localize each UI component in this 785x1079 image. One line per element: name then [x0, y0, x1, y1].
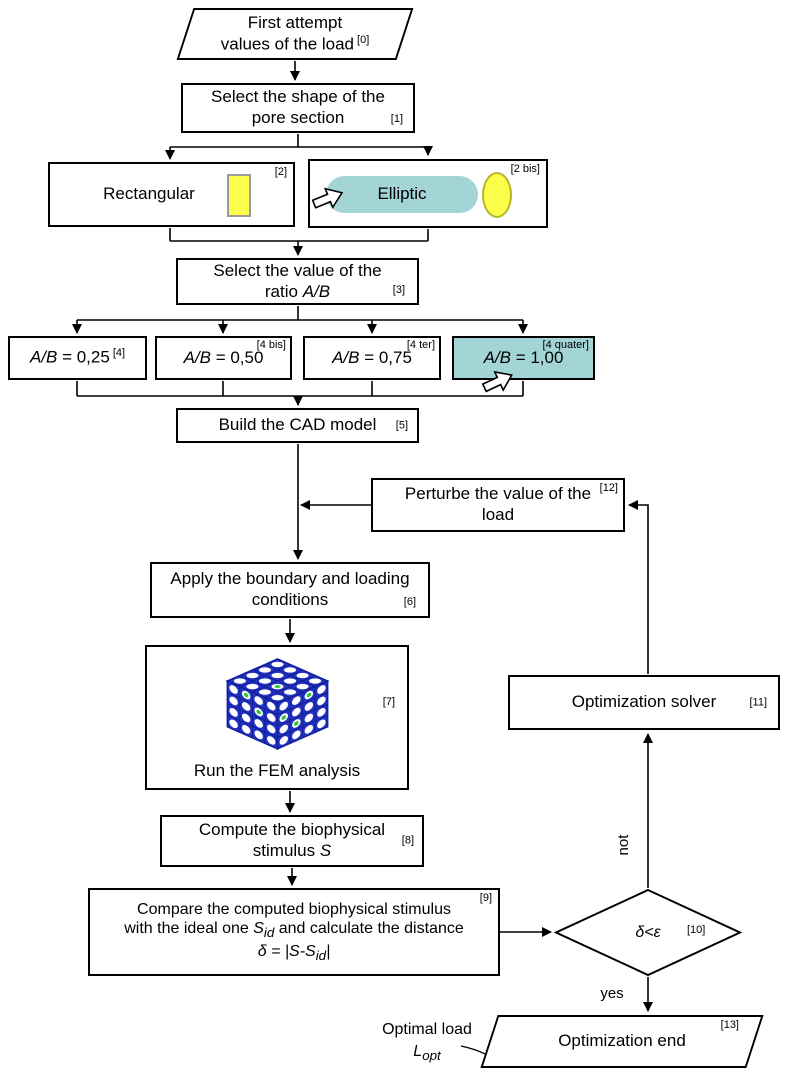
- node-label: δ<ε: [635, 923, 661, 941]
- fem-mesh-image: [218, 653, 337, 756]
- node-ref-tag: [1]: [390, 113, 403, 125]
- node-ref-tag: [4 quater]: [542, 339, 589, 351]
- node-label: Optimization solver: [571, 692, 717, 712]
- flow-node-first-attempt-load: First attempt values of the load[0]: [176, 8, 414, 60]
- node-label: Apply the boundary and loading condition…: [170, 569, 410, 609]
- node-ref-tag: [7]: [382, 696, 395, 708]
- elliptic-highlight-pill: Elliptic: [326, 176, 478, 213]
- flow-node-ratio-050: A/B = 0,50 [4 bis]: [155, 336, 292, 380]
- connector-line: [628, 500, 649, 674]
- node-label: Optimization end: [558, 1031, 686, 1051]
- node-ref-tag: [3]: [392, 284, 405, 296]
- flow-node-optimization-end: Optimization end [13]: [480, 1015, 764, 1068]
- node-ref-tag: [2 bis]: [510, 163, 540, 175]
- connector-line: [77, 306, 523, 321]
- node-label: Compare the computed biophysical stimulu…: [124, 900, 464, 963]
- node-label: A/B = 0,50: [183, 347, 264, 367]
- optimal-load-annotation: Optimal load Lopt: [382, 1021, 472, 1063]
- edge-label-yes: yes: [600, 985, 624, 1002]
- flow-node-ratio-025: A/B = 0,25[4]: [8, 336, 147, 380]
- node-label: Run the FEM analysis: [193, 761, 361, 781]
- node-label: First attempt values of the load[0]: [220, 12, 370, 54]
- decision-diamond-shape: [553, 888, 743, 977]
- rectangle-pore-icon: [227, 174, 251, 217]
- node-ref-tag: [4 bis]: [256, 339, 286, 351]
- node-ref-tag: [9]: [479, 892, 492, 904]
- node-ref-tag: [2]: [274, 166, 287, 178]
- flow-node-option-elliptic: Elliptic [2 bis]: [308, 159, 548, 228]
- node-ref-tag: [6]: [403, 596, 416, 608]
- flow-node-perturb-load: Perturbe the value of the load [12]: [371, 478, 625, 532]
- node-ref-tag: [10]: [687, 924, 706, 936]
- node-ref-tag: [8]: [401, 834, 414, 847]
- node-ref-tag: [11]: [749, 696, 767, 708]
- connector-line: [76, 381, 524, 397]
- node-label: Build the CAD model: [218, 415, 377, 435]
- flow-node-option-rectangular: Rectangular [2]: [48, 162, 295, 227]
- node-label: Rectangular: [103, 184, 195, 204]
- connector-line: [169, 228, 429, 242]
- node-ref-tag: [4 ter]: [406, 339, 435, 351]
- selection-arrow-icon: [311, 187, 344, 210]
- node-label: A/B = 0,25[4]: [29, 347, 126, 367]
- flow-node-boundary-conditions: Apply the boundary and loading condition…: [150, 562, 430, 618]
- flow-node-compare-stimulus: Compare the computed biophysical stimulu…: [88, 888, 500, 976]
- node-ref-tag: [12]: [599, 482, 618, 494]
- node-ref-tag: [4]: [112, 347, 126, 360]
- flow-node-build-cad: Build the CAD model [5]: [176, 408, 419, 443]
- node-label: A/B = 0,75: [332, 347, 412, 367]
- node-ref-tag: [5]: [395, 419, 408, 431]
- flow-node-select-ratio: Select the value of the ratio A/B [3]: [176, 258, 419, 305]
- node-label: A/B = 1,00: [483, 347, 564, 367]
- node-label: Select the shape of the pore section: [211, 87, 385, 127]
- flow-node-compute-stimulus: Compute the biophysical stimulus S [8]: [160, 815, 424, 867]
- flow-node-decision-delta: δ<ε [10]: [556, 890, 740, 975]
- node-label: Select the value of the ratio A/B: [213, 260, 382, 301]
- edge-label-not: not: [615, 834, 632, 856]
- node-label: Perturbe the value of the load: [404, 484, 592, 524]
- flow-node-ratio-100: A/B = 1,00 [4 quater]: [452, 336, 595, 393]
- ellipse-pore-icon: [482, 172, 512, 218]
- flow-node-run-fem: Run the FEM analysis [7]: [145, 645, 409, 790]
- node-ref-tag: [13]: [720, 1019, 739, 1031]
- selection-arrow-icon: [481, 370, 513, 393]
- flow-node-select-pore-shape: Select the shape of the pore section [1]: [181, 83, 415, 133]
- node-label: Compute the biophysical stimulus S: [198, 820, 386, 860]
- node-ref-tag: [0]: [357, 33, 370, 46]
- flow-node-optimization-solver: Optimization solver [11]: [508, 675, 780, 730]
- connector-line: [170, 134, 428, 148]
- node-label: Elliptic: [377, 184, 427, 204]
- flow-node-ratio-075: A/B = 0,75 [4 ter]: [303, 336, 441, 380]
